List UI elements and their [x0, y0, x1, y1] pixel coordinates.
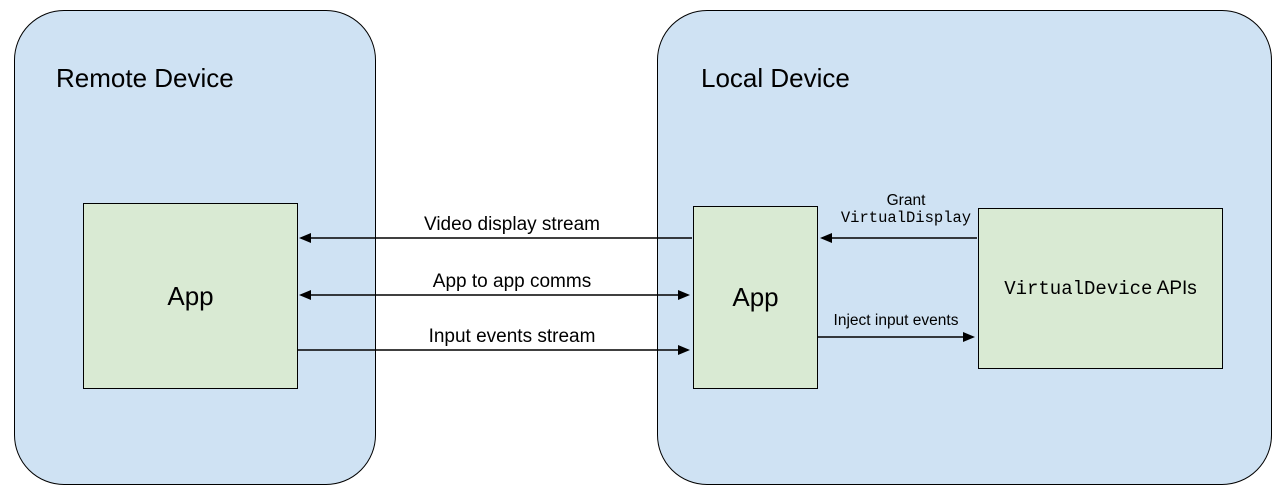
local-app-box: App	[693, 206, 818, 389]
remote-app-box: App	[83, 203, 298, 389]
grant-virtual-display-label: Grant VirtualDisplay	[841, 192, 971, 228]
remote-device-title: Remote Device	[56, 63, 234, 93]
local-device-container: Local Device App VirtualDevice APIs	[657, 10, 1272, 485]
virtual-device-apis-label-rest: APIs	[1152, 277, 1197, 299]
input-events-stream-label: Input events stream	[428, 326, 596, 347]
local-device-title: Local Device	[701, 63, 850, 93]
virtual-device-apis-box: VirtualDevice APIs	[978, 208, 1223, 369]
grant-virtual-display-label-line2: VirtualDisplay	[840, 208, 972, 227]
grant-virtual-display-label-line1: Grant	[886, 192, 926, 209]
video-display-stream-label: Video display stream	[423, 214, 601, 235]
virtual-device-apis-label-mono: VirtualDevice	[1004, 277, 1153, 300]
inject-input-events-label: Inject input events	[833, 312, 959, 329]
remote-device-container: Remote Device App	[14, 10, 376, 485]
virtual-device-apis-label: VirtualDevice APIs	[1004, 278, 1197, 300]
remote-app-label: App	[167, 280, 214, 311]
app-to-app-comms-label: App to app comms	[432, 271, 592, 292]
local-app-label: App	[732, 282, 779, 312]
